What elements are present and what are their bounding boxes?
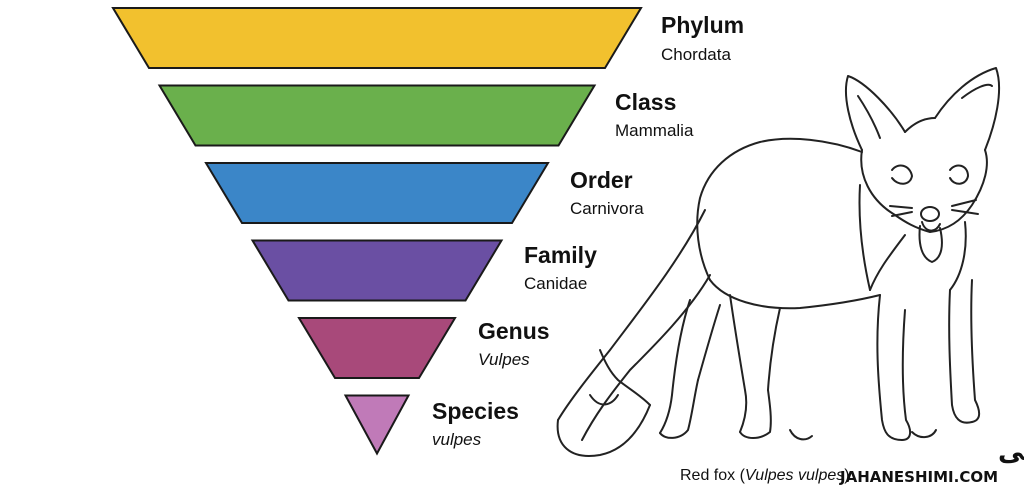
watermark-logo: جهان شیمی JAHANESHIMI.COM [839,437,1024,486]
rank-name-phylum: Phylum [661,12,744,38]
band-family [250,239,504,302]
rank-name-species: Species [432,398,519,424]
rank-value-family: Canidae [524,274,587,293]
taxonomy-labels: Phylum Chordata Class Mammalia Order Car… [432,12,744,449]
band-phylum [111,7,643,69]
rank-name-order: Order [570,167,633,193]
band-species [343,394,411,456]
fox-illustration [556,67,1001,457]
rank-name-class: Class [615,89,676,115]
watermark-arabic: جهان شیمی [998,437,1024,467]
rank-name-family: Family [524,242,597,268]
caption: Red fox (Vulpes vulpes) [680,467,850,484]
taxonomy-pyramid [111,7,643,456]
watermark-latin: JAHANESHIMI.COM [839,468,998,486]
band-genus [297,317,457,379]
rank-value-genus: Vulpes [478,350,530,369]
caption-scientific-name: Vulpes vulpes [745,467,844,484]
band-class [157,84,597,147]
caption-prefix: Red fox ( [680,467,746,484]
band-order [204,162,550,224]
rank-value-order: Carnivora [570,199,644,218]
caption-suffix: ) [844,467,849,484]
rank-value-species: vulpes [432,430,482,449]
rank-value-phylum: Chordata [661,45,731,64]
rank-value-class: Mammalia [615,121,694,140]
rank-name-genus: Genus [478,318,550,344]
